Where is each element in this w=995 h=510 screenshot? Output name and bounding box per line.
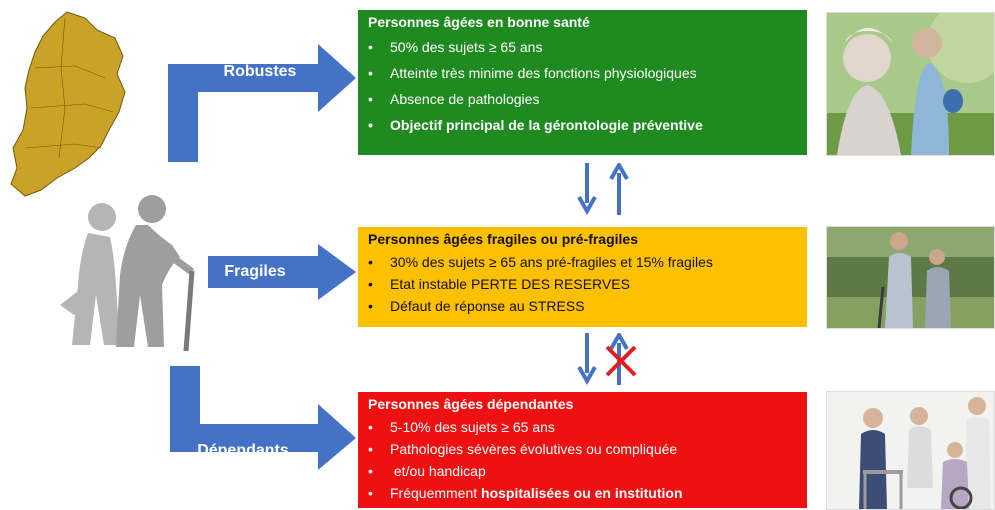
frail-seniors-photo xyxy=(826,226,995,329)
fragiles-arrow xyxy=(208,244,356,300)
dependent-seniors-photo xyxy=(826,391,995,510)
elderly-couple-icon xyxy=(60,195,195,352)
dependent-title: Personnes âgées dépendantes xyxy=(368,396,574,412)
fragile-title: Personnes âgées fragiles ou pré-fragiles xyxy=(368,231,638,247)
fragiles-label: Fragiles xyxy=(224,263,286,280)
list-item: •Objectif principal de la gérontologie p… xyxy=(368,117,703,133)
list-item: • et/ou handicap xyxy=(368,463,486,479)
robust-box: Personnes âgées en bonne santé •50% des … xyxy=(358,10,807,155)
blocked-cross-icon xyxy=(605,345,637,377)
list-item: •Défaut de réponse au STRESS xyxy=(368,298,585,314)
list-item: •Fréquemment hospitalisées ou en institu… xyxy=(368,485,683,501)
robustes-label: Robustes xyxy=(223,63,297,80)
transition-arrows-1 xyxy=(577,163,629,215)
list-item: •5-10% des sujets ≥ 65 ans xyxy=(368,419,555,435)
dependants-label: Dépendants xyxy=(197,442,289,459)
list-item: •Atteinte très minime des fonctions phys… xyxy=(368,65,697,81)
transition-arrows-2 xyxy=(577,333,637,385)
robust-title: Personnes âgées en bonne santé xyxy=(368,14,590,30)
list-item: •30% des sujets ≥ 65 ans pré-fragiles et… xyxy=(368,254,713,270)
region-map-image xyxy=(10,11,126,197)
list-item: •50% des sujets ≥ 65 ans xyxy=(368,39,543,55)
list-item: •Absence de pathologies xyxy=(368,91,540,107)
fragile-box: Personnes âgées fragiles ou pré-fragiles… xyxy=(358,227,807,327)
dependants-arrow xyxy=(170,366,356,470)
list-item: •Etat instable PERTE DES RESERVES xyxy=(368,276,630,292)
robustes-arrow xyxy=(168,44,356,162)
list-item: •Pathologies sévères évolutives ou compl… xyxy=(368,441,678,457)
dependent-box: Personnes âgées dépendantes •5-10% des s… xyxy=(358,392,807,508)
healthy-seniors-photo xyxy=(826,12,995,156)
